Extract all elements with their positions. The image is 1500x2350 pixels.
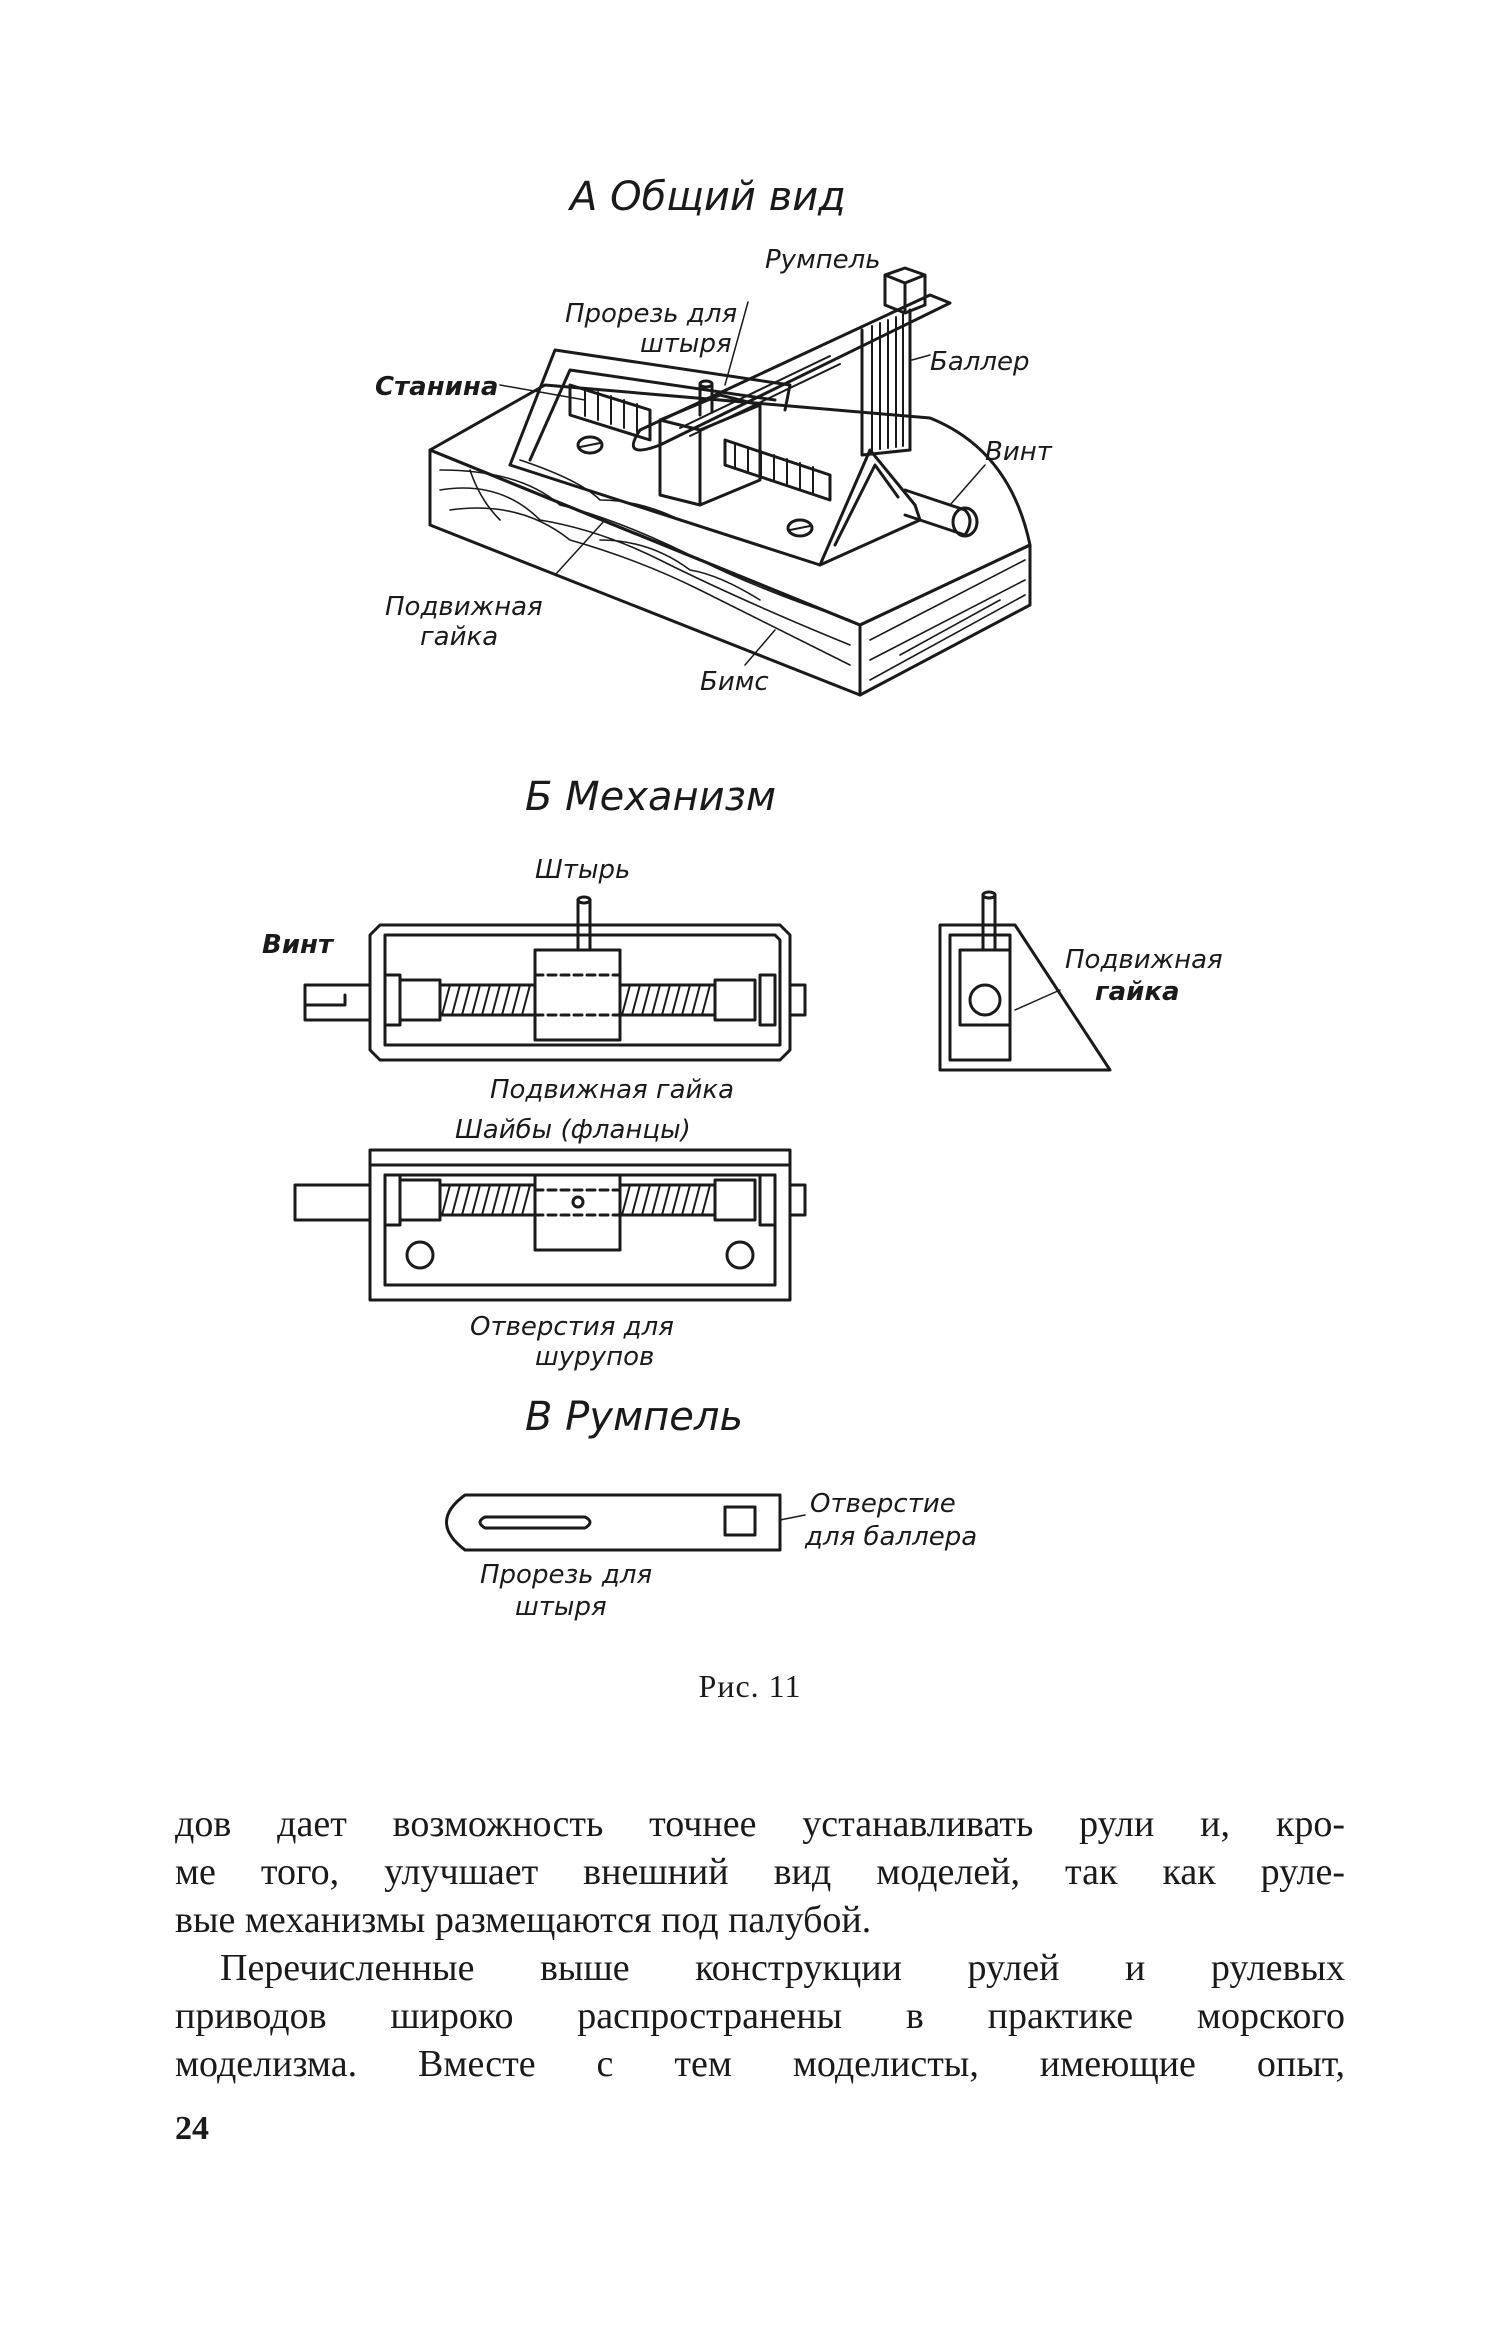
mechanism-side-view bbox=[938, 890, 1112, 1072]
label-moving-nut-side-line1: Подвижная bbox=[1065, 945, 1223, 975]
pin-drawing bbox=[698, 383, 714, 417]
tiller-plan-drawing bbox=[445, 1493, 806, 1552]
label-beam: Бимс bbox=[700, 667, 769, 697]
body-text: дов дает возможность точнее устанавливат… bbox=[175, 1800, 1345, 2088]
label-stock-hole-line1: Отверстие bbox=[810, 1489, 956, 1519]
beam-top bbox=[428, 383, 1032, 627]
general-view-drawing bbox=[428, 266, 1032, 697]
label-stock: Баллер bbox=[930, 347, 1030, 377]
tiller-drawing bbox=[631, 293, 952, 452]
screw-drawing bbox=[568, 383, 979, 538]
text-line: вые механизмы размещаются под палубой. bbox=[175, 1899, 872, 1941]
mechanism-front-view bbox=[293, 1148, 807, 1302]
frame-base bbox=[508, 463, 922, 567]
label-pin-slot-v-line1: Прорезь для bbox=[480, 1560, 652, 1590]
label-pin-slot-line1: Прорезь для bbox=[565, 299, 737, 329]
label-moving-nut-a-line2: гайка bbox=[420, 622, 498, 652]
label-moving-nut-side-line2: гайка bbox=[1095, 977, 1180, 1007]
label-pin-slot-v-line2: штыря bbox=[515, 1592, 607, 1622]
text-line: моделизма. Вместе с тем моделисты, имеющ… bbox=[175, 2043, 1345, 2085]
label-screw-a: Винт bbox=[985, 437, 1053, 467]
tiller-block bbox=[883, 266, 927, 315]
beam-side bbox=[858, 543, 1032, 697]
frame-back-inner bbox=[528, 368, 777, 462]
nut-block bbox=[658, 393, 762, 507]
beam-front bbox=[428, 448, 862, 697]
text-line: приводов широко распространены в практик… bbox=[175, 1995, 1345, 2037]
text-line: дов дает возможность точнее устанавливат… bbox=[175, 1803, 1345, 1845]
mechanism-top-view bbox=[303, 895, 807, 1062]
general-view-title: А Общий вид bbox=[567, 174, 846, 220]
text-line: ме того, улучшает внешний вид моделей, т… bbox=[175, 1851, 1345, 1893]
text-line: Перечисленные выше конструкции рулей и р… bbox=[220, 1947, 1345, 1989]
label-screw-holes-line1: Отверстия для bbox=[470, 1312, 674, 1342]
label-stock-hole-line2: для баллера bbox=[804, 1522, 977, 1552]
label-moving-nut-a-line1: Подвижная bbox=[385, 592, 543, 622]
figure-caption: Рис. 11 bbox=[698, 1668, 802, 1704]
tiller-section-title: В Румпель bbox=[525, 1394, 743, 1440]
page-number: 24 bbox=[175, 2110, 209, 2147]
label-frame: Станина bbox=[375, 372, 498, 402]
figure-11: А Общий вид Румпель Прорезь для штыря Ба… bbox=[262, 174, 1223, 1622]
label-screw-holes-line2: шурупов bbox=[535, 1342, 654, 1372]
label-tiller: Румпель bbox=[765, 245, 881, 275]
wood-grain bbox=[439, 459, 1026, 681]
frame-front-inner bbox=[833, 463, 900, 547]
mechanism-title: Б Механизм bbox=[525, 774, 776, 820]
label-washers: Шайбы (фланцы) bbox=[455, 1115, 691, 1145]
label-pin-slot-line2: штыря bbox=[640, 329, 732, 359]
figure-drawing: А Общий вид Румпель Прорезь для штыря Ба… bbox=[262, 174, 1223, 1622]
frame-front bbox=[818, 448, 917, 567]
label-screw-b: Винт bbox=[262, 930, 335, 960]
label-pin: Штырь bbox=[535, 855, 630, 885]
stock-drawing bbox=[860, 308, 912, 457]
frame-back bbox=[508, 348, 792, 467]
label-moving-nut-b: Подвижная гайка bbox=[490, 1075, 734, 1105]
